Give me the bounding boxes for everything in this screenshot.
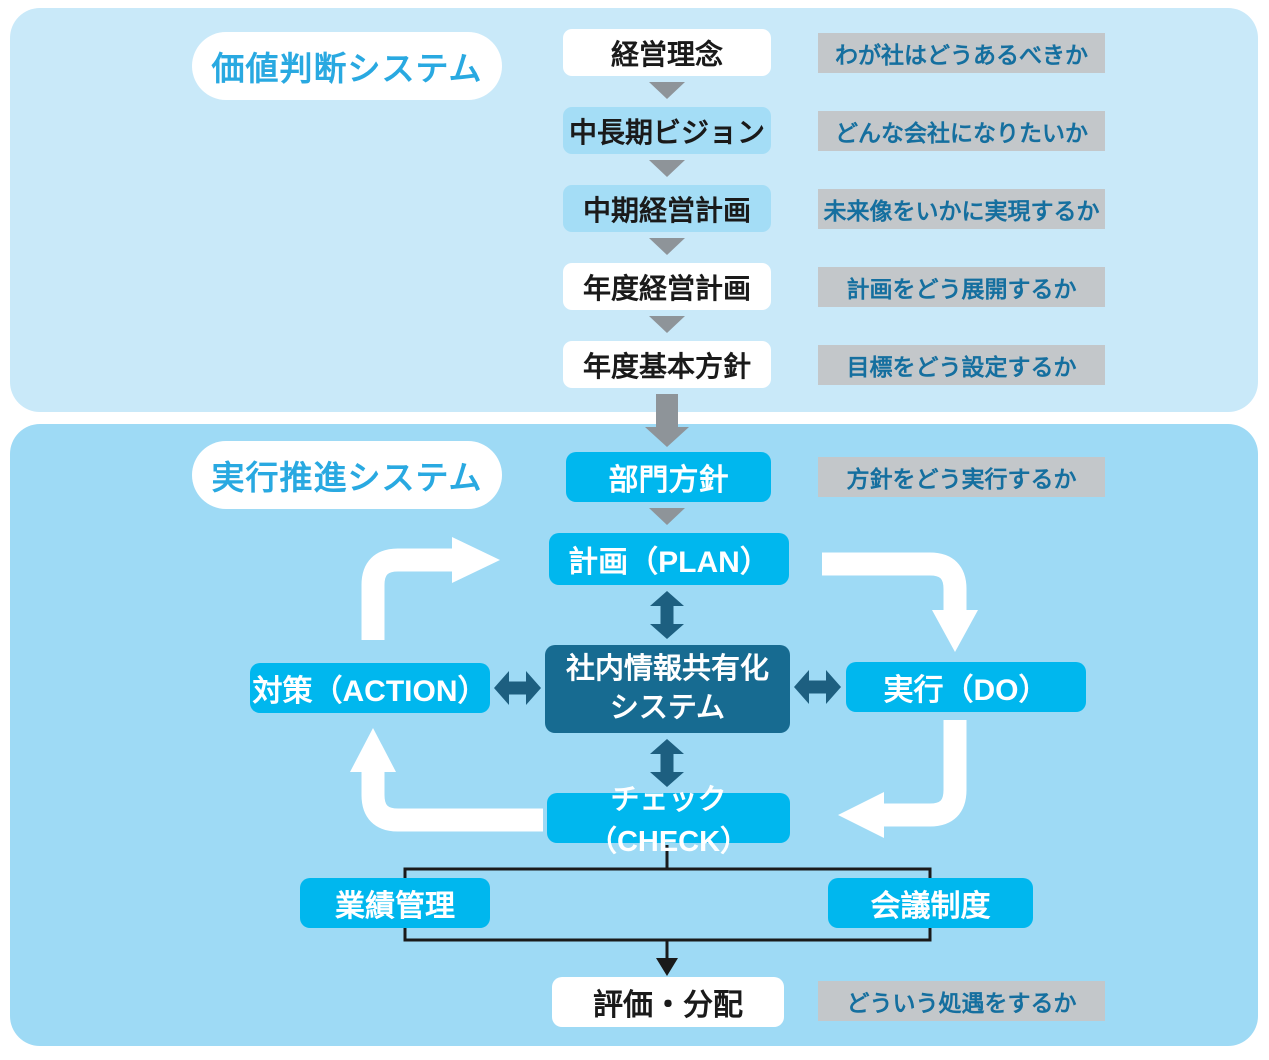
performance-management-box: 業績管理 — [300, 878, 490, 928]
pdca-plan-box: 計画（PLAN） — [549, 533, 789, 585]
value-step-2-note: どんな会社になりたいか — [818, 111, 1105, 151]
value-step-4-box: 年度経営計画 — [563, 263, 771, 310]
flow-down-triangle-icon — [649, 82, 685, 99]
evaluation-note: どういう処遇をするか — [818, 981, 1105, 1021]
double-arrow-plan-hub-icon — [650, 591, 684, 639]
department-policy-note: 方針をどう実行するか — [818, 457, 1105, 497]
info-sharing-hub-box: 社内情報共有化 システム — [545, 645, 790, 733]
pdca-action-box: 対策（ACTION） — [250, 663, 490, 713]
section-link-arrow-icon — [645, 427, 689, 447]
section-title-value-system: 価値判断システム — [192, 32, 502, 100]
pdca-do-box: 実行（DO） — [846, 662, 1086, 712]
value-step-1-box: 経営理念 — [563, 29, 771, 76]
down-arrow-icon — [656, 958, 678, 976]
section-title-execution-system: 実行推進システム — [192, 441, 502, 509]
section-link-arrow-icon — [656, 394, 678, 427]
cycle-arrow-do-to-check-icon — [838, 720, 967, 838]
cycle-arrow-action-to-plan-icon — [361, 537, 500, 640]
value-step-1-note: わが社はどうあるべきか — [818, 33, 1105, 73]
double-arrow-hub-do-icon — [794, 670, 841, 704]
value-step-3-note: 未来像をいかに実現するか — [818, 189, 1105, 229]
hub-label-line1: 社内情報共有化 — [565, 652, 769, 685]
cycle-arrow-check-to-action-icon — [350, 728, 543, 832]
flow-down-triangle-icon — [649, 508, 685, 525]
evaluation-distribution-box: 評価・分配 — [552, 977, 784, 1027]
flow-down-triangle-icon — [649, 238, 685, 255]
value-step-2-box: 中長期ビジョン — [563, 107, 771, 154]
double-arrow-hub-check-icon — [650, 739, 684, 787]
department-policy-box: 部門方針 — [566, 452, 771, 502]
execution-system-panel — [10, 424, 1258, 1046]
value-step-3-box: 中期経営計画 — [563, 185, 771, 232]
pdca-check-box: チェック（CHECK） — [547, 784, 790, 858]
cycle-arrow-plan-to-do-icon — [822, 552, 978, 652]
flow-down-triangle-icon — [649, 160, 685, 177]
flow-down-triangle-icon — [649, 316, 685, 333]
value-step-4-note: 計画をどう展開するか — [818, 267, 1105, 307]
value-step-5-box: 年度基本方針 — [563, 341, 771, 388]
hub-label-line2: システム — [609, 692, 726, 724]
double-arrow-action-hub-icon — [494, 671, 541, 705]
meeting-system-box: 会議制度 — [828, 878, 1033, 928]
value-step-5-note: 目標をどう設定するか — [818, 345, 1105, 385]
